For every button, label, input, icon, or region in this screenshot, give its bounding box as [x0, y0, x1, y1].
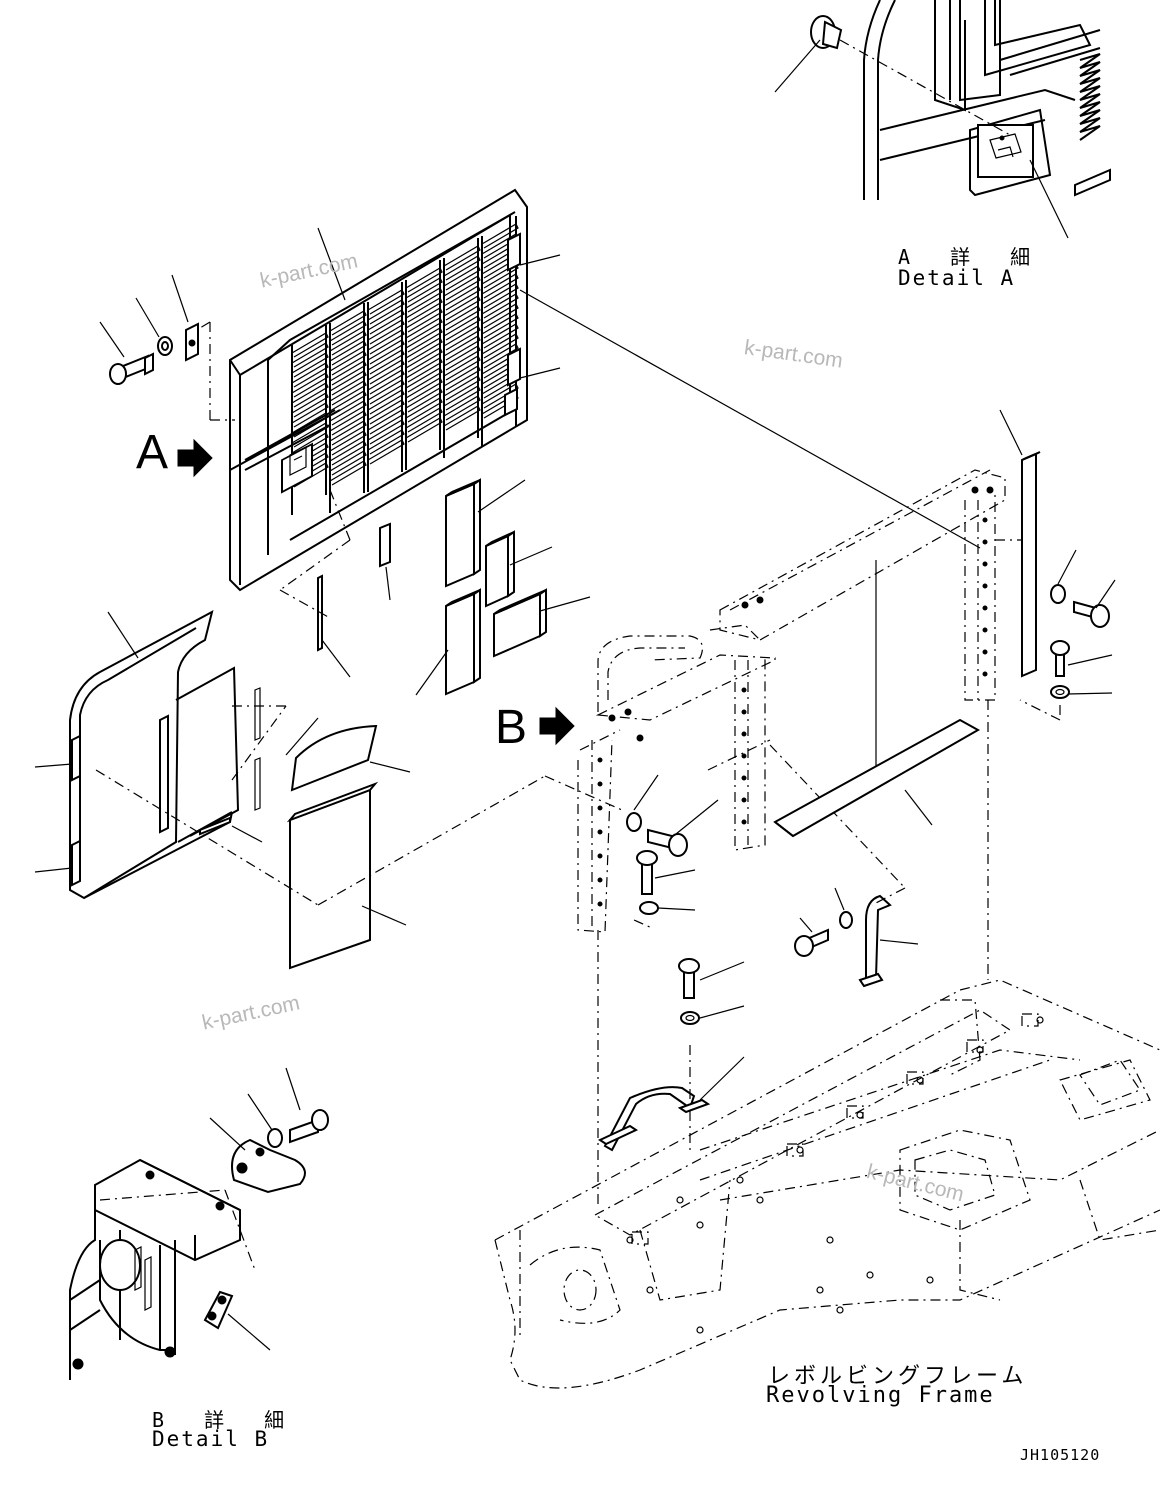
- callout-a-label: A: [136, 426, 169, 479]
- revolving-frame-title-en: Revolving Frame: [766, 1383, 995, 1408]
- right-arrow-icon: [177, 438, 213, 478]
- callout-b-label: B: [495, 701, 528, 754]
- bolts-right: [1050, 549, 1116, 699]
- detail-a-view: [774, 0, 1111, 239]
- detail-a-title-en: Detail A: [898, 266, 1016, 290]
- detail-b-title-en: Detail B: [152, 1427, 270, 1451]
- revolving-frame: [494, 979, 1160, 1389]
- seal-blocks: [279, 478, 591, 696]
- revolving-frame-title-ja: レボルビングフレーム: [768, 1364, 1028, 1389]
- right-arrow-icon: [539, 706, 575, 746]
- drawing-code: JH105120: [1020, 1446, 1101, 1464]
- detail-b-title-ja: B 詳 細: [152, 1408, 299, 1432]
- vertical-seal: [1021, 451, 1041, 678]
- bolts-center: [597, 774, 919, 1152]
- grille-door: [99, 188, 561, 592]
- horizontal-seal: [773, 718, 981, 838]
- support-frame: [519, 289, 1061, 1205]
- detail-b-view: [69, 1067, 329, 1380]
- detail-a-title-ja: A 詳 細: [898, 245, 1045, 269]
- side-cover: [34, 610, 623, 970]
